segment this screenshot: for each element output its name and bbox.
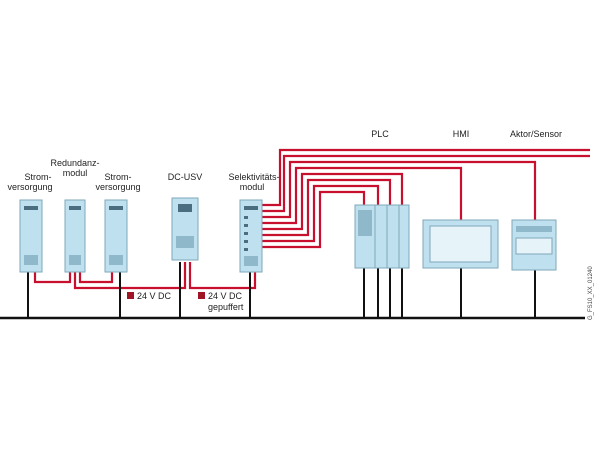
ground-wires — [27, 262, 536, 318]
redundancy-module-label-line2: modul — [63, 168, 88, 178]
selectivity-module — [239, 199, 263, 273]
figure-id: G_FS10_XX_01240 — [588, 266, 594, 320]
actuator-sensor-module — [511, 219, 557, 271]
redundancy-module-label-line1: Redundanz- — [50, 158, 99, 168]
buffered-voltage-legend-square — [198, 292, 205, 299]
wire-actuator-b — [262, 154, 590, 213]
voltage-24vdc-buffered-label-line1: 24 V DC — [208, 291, 243, 301]
wire-24vdc — [73, 262, 187, 290]
hmi-panel — [422, 219, 499, 269]
psu-left — [19, 199, 43, 273]
actuator-sensor-label: Aktor/Sensor — [510, 129, 562, 139]
voltage-24vdc-label: 24 V DC — [137, 291, 172, 301]
psu-right-label-line2: versorgung — [95, 182, 140, 192]
wire-plc-3 — [262, 178, 392, 237]
voltage-24vdc-buffered-label-line2: gepuffert — [208, 302, 244, 312]
supply-wires — [33, 262, 257, 290]
dc-ups-label: DC-USV — [168, 172, 203, 182]
wire-plc-2 — [262, 184, 380, 243]
wire-redundancy-psu2 — [78, 272, 114, 284]
selectivity-module-label-line2: modul — [240, 182, 265, 192]
wire-psu1-redundancy — [33, 272, 72, 284]
output-wires — [262, 148, 590, 249]
hmi-label: HMI — [453, 129, 470, 139]
wire-actuator-a — [262, 148, 590, 207]
redundancy-module — [64, 199, 86, 273]
wire-24vdc-buffered — [188, 262, 257, 290]
psu-right — [104, 199, 128, 273]
voltage-legend-square — [127, 292, 134, 299]
plc-label: PLC — [371, 129, 389, 139]
wire-plc-1 — [262, 190, 366, 249]
psu-right-label-line1: Strom- — [105, 172, 132, 182]
plc — [354, 204, 410, 269]
psu-left-label-line2: versorgung — [7, 182, 52, 192]
selectivity-module-label-line1: Selektivitäts- — [228, 172, 279, 182]
wire-plc-4 — [262, 172, 404, 231]
dc-ups — [171, 197, 199, 261]
psu-left-label-line1: Strom- — [25, 172, 52, 182]
wire-actuator-sensor — [262, 160, 537, 220]
wire-hmi — [262, 166, 463, 225]
